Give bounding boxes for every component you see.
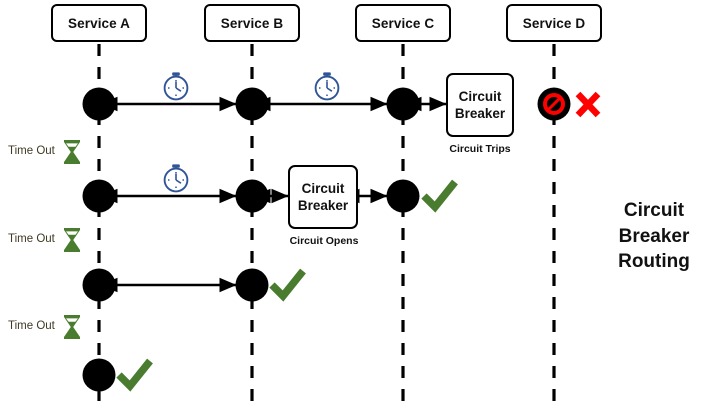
timeout-label-3: Time Out (8, 320, 55, 332)
diagram-title-line2: Breaker (618, 225, 690, 247)
hourglass-icon (64, 228, 80, 252)
circuit-breaker-box-trips[interactable]: Circuit Breaker (446, 73, 514, 137)
circuit-breaker-label-line2: Breaker (297, 198, 349, 213)
activation-node-service-b (235, 87, 269, 121)
activation-node-service-a (82, 268, 116, 302)
check-icon (116, 358, 153, 392)
activation-node-service-a (82, 358, 116, 392)
circuit-breaker-label-line1: Circuit (458, 88, 502, 104)
service-box-service-a[interactable]: Service A (51, 4, 147, 42)
activation-node-service-c (386, 179, 420, 213)
circuit-breaker-box-opens[interactable]: Circuit Breaker (288, 165, 358, 229)
stopwatch-icon (163, 72, 189, 101)
service-box-service-d[interactable]: Service D (506, 4, 602, 42)
circuit-breaker-label-line1: Circuit (301, 180, 345, 196)
diagram-title-line3: Routing (618, 251, 690, 273)
row-4-local-success (82, 358, 153, 392)
diagram-title: Circuit Breaker Routing (598, 198, 710, 275)
row-3-fallback-to-b (82, 268, 306, 302)
blocked-node-icon (537, 87, 571, 121)
circuit-breaker-label-line2: Breaker (454, 106, 506, 121)
activation-node-service-b (235, 179, 269, 213)
service-box-service-c[interactable]: Service C (355, 4, 451, 42)
activation-node-service-a (82, 179, 116, 213)
diagram-title-line1: Circuit (623, 200, 685, 221)
service-box-service-b[interactable]: Service B (204, 4, 300, 42)
row-2-retry-call (82, 164, 458, 213)
stopwatch-icon (314, 72, 340, 101)
check-icon (269, 268, 306, 302)
activation-node-service-a (82, 87, 116, 121)
service-box-label: Service C (371, 15, 435, 31)
timeout-label-2: Time Out (8, 233, 55, 245)
row-1-initial-call (82, 72, 601, 121)
check-icon (421, 179, 458, 213)
cross-icon (575, 91, 601, 118)
hourglass-icon (64, 315, 80, 339)
hourglass-icon (64, 140, 80, 164)
service-box-label: Service B (220, 15, 284, 31)
activation-node-service-b (235, 268, 269, 302)
service-box-label: Service A (68, 15, 130, 31)
activation-node-service-c (386, 87, 420, 121)
circuit-trips-caption: Circuit Trips (449, 143, 511, 155)
service-box-label: Service D (522, 15, 586, 31)
circuit-opens-caption: Circuit Opens (289, 235, 359, 247)
timeout-label-1: Time Out (8, 145, 55, 157)
stopwatch-icon (163, 164, 189, 193)
lifelines (97, 44, 556, 410)
